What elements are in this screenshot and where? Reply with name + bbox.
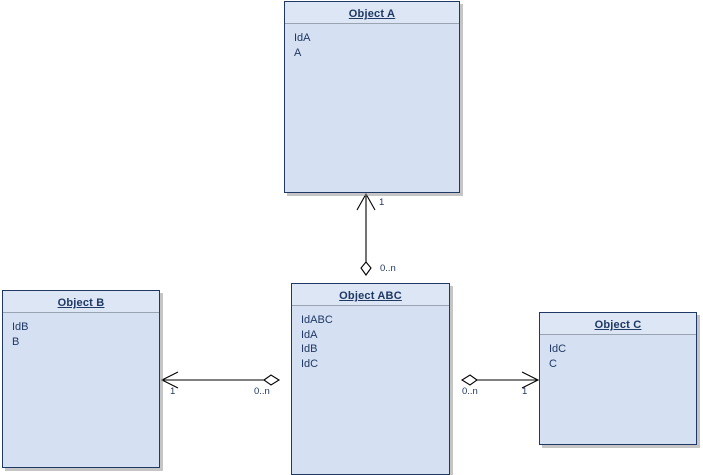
class-attribute: A [294, 46, 302, 59]
multiplicity-abc-to-c-source: 0..n [462, 386, 478, 397]
class-box-object-a[interactable]: Object A IdA A [284, 1, 460, 193]
aggregation-diamond-icon [360, 261, 372, 276]
multiplicity-abc-to-c-target: 1 [522, 386, 528, 397]
multiplicity-abc-to-a-source: 0..n [380, 263, 396, 274]
class-attribute: B [12, 335, 20, 348]
class-box-object-c[interactable]: Object C IdC C [539, 312, 697, 445]
arrowhead-open-icon [521, 371, 540, 389]
class-header-object-abc: Object ABC [292, 284, 449, 306]
class-title: Object A [348, 8, 396, 20]
class-attribute: IdA [301, 328, 318, 341]
class-attribute: IdB [301, 343, 318, 355]
aggregation-diamond-icon [460, 374, 478, 386]
arrowhead-open-icon [160, 371, 179, 389]
class-title: Object C [594, 319, 642, 331]
class-attributes-object-c: IdC C [540, 335, 696, 371]
class-title: Object B [57, 297, 105, 309]
class-attributes-object-b: IdB B [3, 313, 159, 349]
class-attribute: C [549, 357, 557, 370]
class-header-object-b: Object B [3, 291, 159, 313]
class-attributes-object-a: IdA A [285, 24, 459, 60]
class-box-object-abc[interactable]: Object ABC IdABC IdA IdB IdC [291, 283, 450, 475]
class-attribute: IdABC [301, 314, 333, 326]
connector-abc-to-a[interactable] [356, 192, 376, 276]
multiplicity-abc-to-a-target: 1 [379, 197, 385, 208]
class-attribute: IdC [549, 343, 567, 355]
arrowhead-open-icon [356, 192, 376, 211]
class-header-object-c: Object C [540, 313, 696, 335]
connector-abc-to-b[interactable] [160, 371, 281, 389]
multiplicity-abc-to-b-target: 1 [170, 386, 176, 397]
class-title: Object ABC [339, 290, 402, 302]
class-attribute: IdA [294, 32, 311, 44]
class-header-object-a: Object A [285, 2, 459, 24]
aggregation-diamond-icon [263, 374, 281, 386]
multiplicity-abc-to-b-source: 0..n [254, 386, 270, 397]
class-attribute: IdC [301, 357, 319, 370]
class-box-object-b[interactable]: Object B IdB B [2, 290, 160, 468]
class-attribute: IdB [12, 321, 29, 333]
class-attributes-object-abc: IdABC IdA IdB IdC [292, 306, 449, 371]
connector-abc-to-c[interactable] [460, 371, 540, 389]
